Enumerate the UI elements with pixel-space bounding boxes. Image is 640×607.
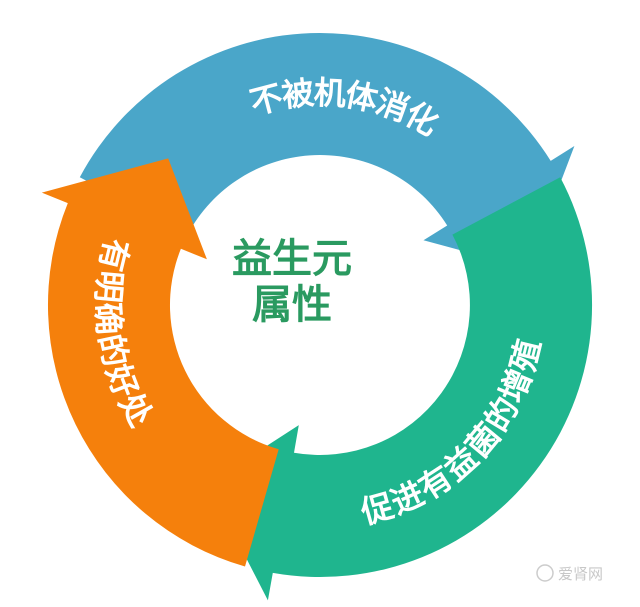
watermark-text: 爱肾网 [558, 565, 603, 583]
center-title-line1: 益生元 [232, 236, 352, 282]
watermark: 爱肾网 [536, 564, 603, 583]
wechat-icon [536, 564, 554, 582]
green-arrow [208, 177, 593, 601]
center-title-line2: 属性 [252, 282, 332, 328]
orange-arrow [41, 158, 279, 567]
blue-arrow [79, 32, 575, 269]
